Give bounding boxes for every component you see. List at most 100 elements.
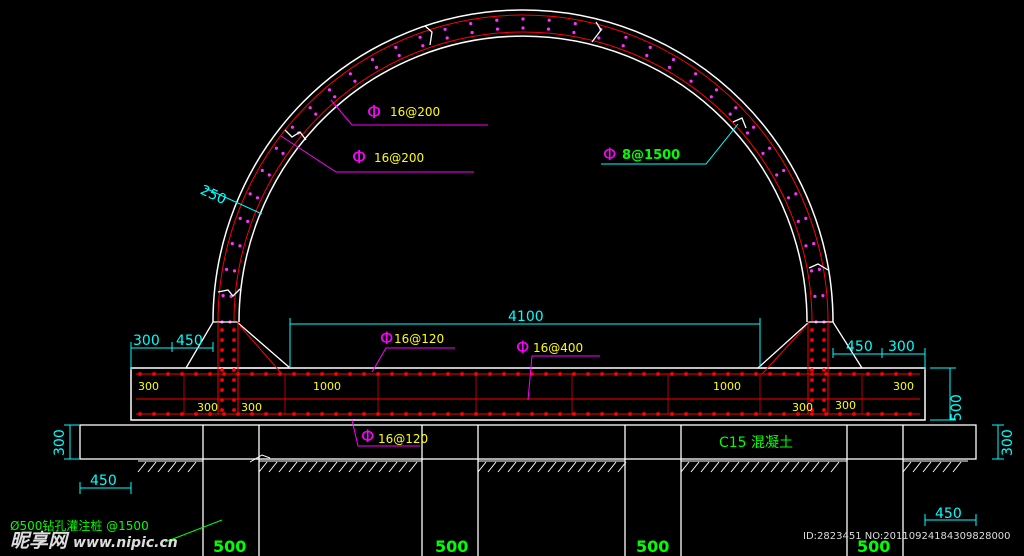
haunch-dot xyxy=(220,378,224,382)
haunch-dot xyxy=(220,338,224,342)
arch-dot-outer xyxy=(752,125,756,129)
arch-dot-inner xyxy=(521,26,525,30)
labels: Φ 16@200 Φ 16@200 Φ 8@1500 250 4100 Φ 16… xyxy=(10,102,1016,556)
slab-dot-top xyxy=(544,372,548,376)
haunch-dot xyxy=(220,408,224,412)
slab-rebar-dots xyxy=(138,328,912,416)
slab-dot-top xyxy=(446,372,450,376)
slab-dot-bottom xyxy=(292,412,296,416)
arch-dot-outer xyxy=(443,27,447,31)
watermark: 昵享网 www.nipic.cn xyxy=(10,526,178,553)
slab-dot-bottom xyxy=(586,412,590,416)
label-rebar-base-mid: 16@400 xyxy=(533,341,583,355)
arch-dot-outer xyxy=(817,267,822,271)
arch-inner-rebar xyxy=(233,31,813,323)
pile-3 xyxy=(624,425,682,556)
arch-inner-outline xyxy=(238,35,808,323)
slab-dot-top xyxy=(880,372,884,376)
dim-arch-thickness xyxy=(204,187,263,215)
arch-dot-inner xyxy=(796,219,800,223)
label-pile: Ø500钻孔灌注桩 @1500 xyxy=(10,518,149,533)
pile-1 xyxy=(202,425,260,556)
slab-dot-top xyxy=(390,372,394,376)
arch-dot-inner xyxy=(775,173,779,177)
slab-dot-top xyxy=(656,372,660,376)
label-span: 4100 xyxy=(508,309,544,325)
haunch-dot xyxy=(810,358,814,362)
pile-leader xyxy=(164,519,223,543)
slab-dot-bottom xyxy=(852,412,856,416)
slab-dot-top xyxy=(642,372,646,376)
slab-dot-bottom xyxy=(698,412,702,416)
arch-dot-outer xyxy=(782,168,786,173)
slab-dot-bottom xyxy=(670,412,674,416)
arch-dot-outer xyxy=(221,294,225,298)
haunch-dot xyxy=(220,348,224,352)
slab-dot-top xyxy=(558,372,562,376)
haunch-dot xyxy=(822,348,826,352)
slab-dot-bottom xyxy=(264,412,268,416)
arch-dot-outer xyxy=(230,242,234,246)
phi-symbol-4: Φ xyxy=(380,329,393,349)
slab-dot-top xyxy=(824,372,828,376)
phi-symbol-2: Φ xyxy=(352,147,366,168)
label-dim-300-right: 300 xyxy=(888,339,915,355)
arch-dot-inner xyxy=(689,79,693,83)
arch-dot-inner xyxy=(709,95,713,99)
label-rebar-stirrup: 8@1500 xyxy=(622,148,680,163)
arch-dot-inner xyxy=(645,53,649,58)
label-rebar-arch-2: 16@200 xyxy=(374,151,424,165)
watermark-id: ID:2823451 NO:20110924184309828000 xyxy=(803,531,1011,542)
slab-dot-bottom xyxy=(628,412,632,416)
slab-dot-bottom xyxy=(782,412,786,416)
slab-dot-top xyxy=(768,372,772,376)
arch-dot-outer xyxy=(238,216,242,220)
arch-dot-inner xyxy=(421,44,425,48)
slab-dot-bottom xyxy=(376,412,380,416)
phi-symbol-1: Φ xyxy=(367,102,381,123)
slab-dot-bottom xyxy=(404,412,408,416)
label-dim-300-left: 300 xyxy=(133,333,160,349)
haunch-dot xyxy=(822,358,826,362)
arch-dot-outer xyxy=(348,72,352,76)
slab-dot-top xyxy=(250,372,254,376)
arch-dot-inner xyxy=(495,27,500,31)
slab-dot-top xyxy=(474,372,478,376)
watermark-brand: 昵享网 xyxy=(10,530,68,552)
label-foot-left: 450 xyxy=(90,473,117,489)
slab-dot-top xyxy=(670,372,674,376)
ground-hatch-segment xyxy=(902,460,968,473)
label-base-1000-right: 1000 xyxy=(713,380,741,393)
label-arch-thickness: 250 xyxy=(198,182,229,208)
slab-dot-bottom xyxy=(432,412,436,416)
slab-dot-bottom xyxy=(208,412,212,416)
arch-dot-outer xyxy=(768,146,772,150)
arch-leaders xyxy=(280,99,739,173)
slab-dot-bottom xyxy=(488,412,492,416)
haunch-dot xyxy=(810,388,814,392)
cushion-layer xyxy=(79,424,977,460)
slab-dot-bottom xyxy=(544,412,548,416)
arch-dot-outer xyxy=(260,168,264,173)
arch-dot-outer xyxy=(573,22,577,26)
ground-hatch xyxy=(137,460,968,473)
slab-dot-top xyxy=(432,372,436,376)
slab-dot-bottom xyxy=(894,412,898,416)
slab-dot-bottom xyxy=(348,412,352,416)
dimensions xyxy=(64,318,1004,526)
haunch-dot xyxy=(810,378,814,382)
watermark-url: www.nipic.cn xyxy=(73,535,178,551)
slab-dot-bottom xyxy=(152,412,156,416)
label-pile-dim-1: 500 xyxy=(213,537,246,556)
arch-dot-inner xyxy=(804,244,808,248)
label-rebar-base-top: 16@120 xyxy=(394,332,444,346)
slab-dot-bottom xyxy=(278,412,282,416)
slab-dot-bottom xyxy=(250,412,254,416)
slab-dot-bottom xyxy=(572,412,576,416)
haunch-dot xyxy=(232,378,236,382)
label-cushion-left: 300 xyxy=(52,429,68,456)
slab-dot-top xyxy=(894,372,898,376)
arch-dot-outer xyxy=(694,72,698,76)
ground-hatch-segment xyxy=(258,460,422,473)
arch-dot-outer xyxy=(308,106,312,110)
